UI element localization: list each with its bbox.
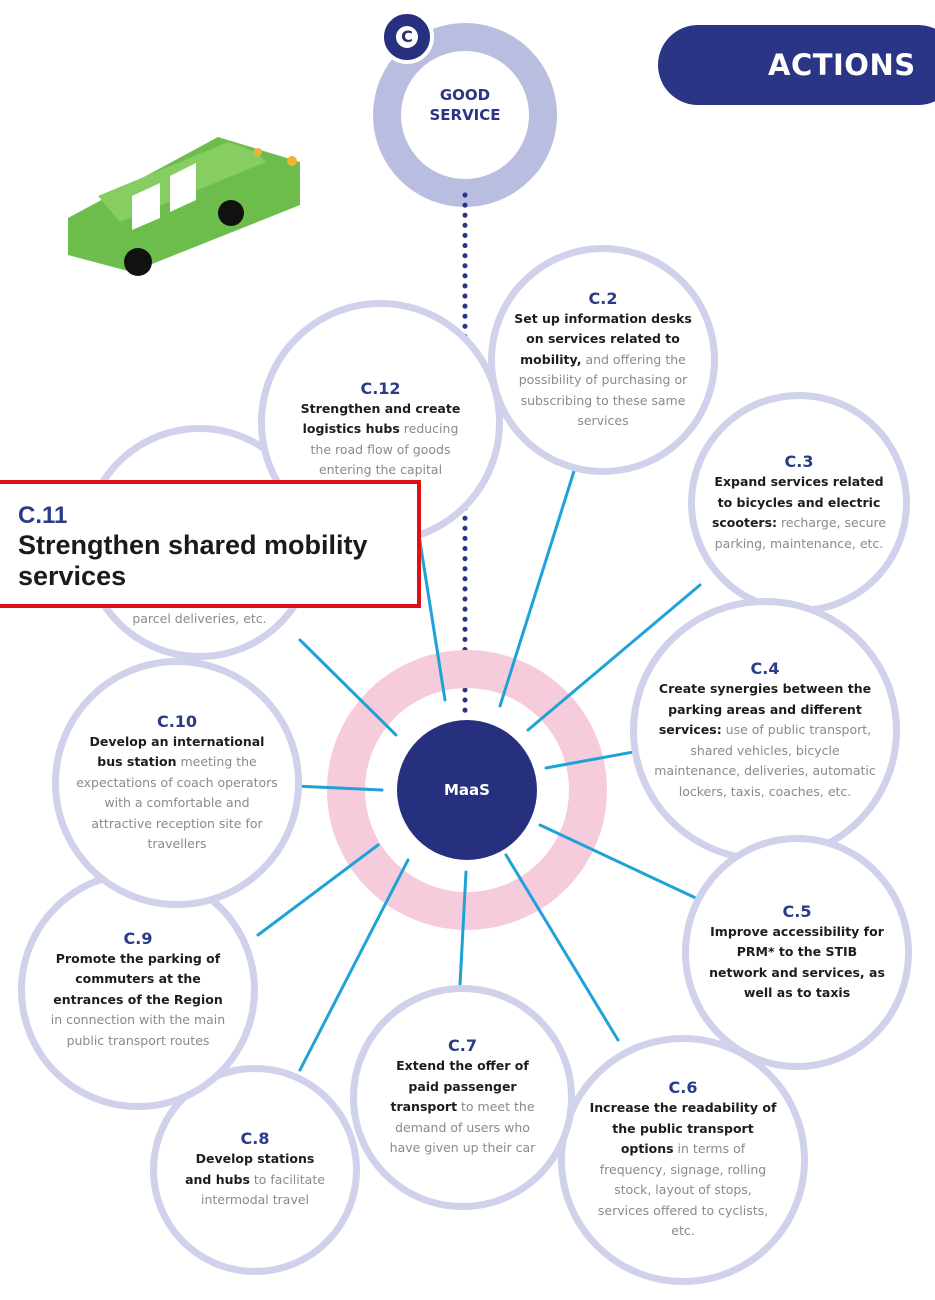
node-bold-text: Increase the readability of the public t…: [589, 1100, 777, 1157]
node-code: C.3: [784, 452, 814, 471]
category-c-badge: C: [380, 10, 434, 64]
node-c9: C.9 Promote the parking of commuters at …: [18, 870, 258, 1110]
node-bold-text: Create synergies between the parking are…: [658, 681, 872, 737]
node-code: C.8: [240, 1129, 270, 1149]
node-c6: C.6 Increase the readability of the publ…: [558, 1035, 808, 1285]
node-bold-text: Strengthen and create logistics hubs: [300, 400, 461, 437]
node-bold-text: Improve accessibility for PRM* to the ST…: [709, 923, 885, 1001]
node-bold-text: Expand services related to bicycles and …: [711, 474, 884, 530]
node-c10: C.10 Develop an international bus statio…: [52, 658, 302, 908]
pink-ring: [327, 650, 607, 930]
maas-hub: MaaS: [397, 720, 537, 860]
actions-header-pill: ACTIONS: [658, 25, 935, 105]
connector-lines: [256, 466, 702, 1072]
good-service-title: GOOD SERVICE: [429, 86, 501, 124]
node-text: meeting the expectations of coach operat…: [76, 754, 278, 851]
connector-c11: [298, 638, 398, 737]
node-code: C.5: [782, 901, 812, 921]
node-c4: C.4 Create synergies between the parking…: [630, 598, 900, 863]
node-c5: C.5 Improve accessibility for PRM* to th…: [682, 835, 912, 1070]
node-code: C.7: [448, 1036, 477, 1056]
car-illustration: [68, 137, 300, 276]
connector-c2: [498, 466, 577, 708]
node-bold-text: Develop an international bus station: [89, 733, 265, 770]
connector-c7: [458, 870, 468, 987]
node-bold-text: Extend the offer of paid passenger trans…: [390, 1058, 529, 1115]
node-text: in connection with the main public trans…: [50, 1012, 226, 1048]
callout-code: C.11: [18, 502, 68, 529]
connector-c8: [298, 858, 410, 1072]
node-code: C.12: [360, 378, 401, 398]
connector-c9: [256, 843, 380, 937]
node-text: and offering the possibility of purchasi…: [518, 351, 688, 429]
node-bold-text: Develop stations and hubs: [185, 1151, 315, 1187]
connector-c5: [538, 823, 702, 902]
node-text: use of public transport, shared vehicles…: [654, 722, 876, 799]
connector-c10: [293, 784, 384, 792]
node-text: recharge, secure parking, maintenance, e…: [714, 515, 887, 551]
node-code: C.4: [750, 659, 780, 678]
node-c7: C.7 Extend the offer of paid passenger t…: [350, 985, 575, 1210]
node-text: to meet the demand of users who have giv…: [389, 1099, 536, 1156]
node-bold-text: Promote the parking of commuters at the …: [53, 950, 223, 1007]
callout-title: Strengthen shared mobility services: [18, 530, 368, 591]
connector-c3: [526, 583, 702, 732]
node-code: C.6: [668, 1078, 698, 1098]
node-text: in terms of frequency, signage, rolling …: [597, 1141, 769, 1239]
c11-callout: C.11 Strengthen shared mobility services: [0, 480, 421, 608]
node-c3: C.3 Expand services related to bicycles …: [688, 392, 910, 614]
connector-c6: [504, 853, 620, 1042]
node-code: C.2: [588, 288, 618, 308]
node-c11-fragment: parcel deliveries, etc.: [132, 610, 267, 626]
node-code: C.9: [123, 928, 153, 948]
node-c2: C.2 Set up information desks on services…: [488, 245, 718, 475]
node-code: C.10: [156, 711, 198, 731]
node-bold-text: Set up information desks on services rel…: [514, 310, 692, 367]
node-text: to facilitate intermodal travel: [200, 1171, 325, 1208]
node-text: reducing the road flow of goods entering…: [310, 421, 459, 477]
